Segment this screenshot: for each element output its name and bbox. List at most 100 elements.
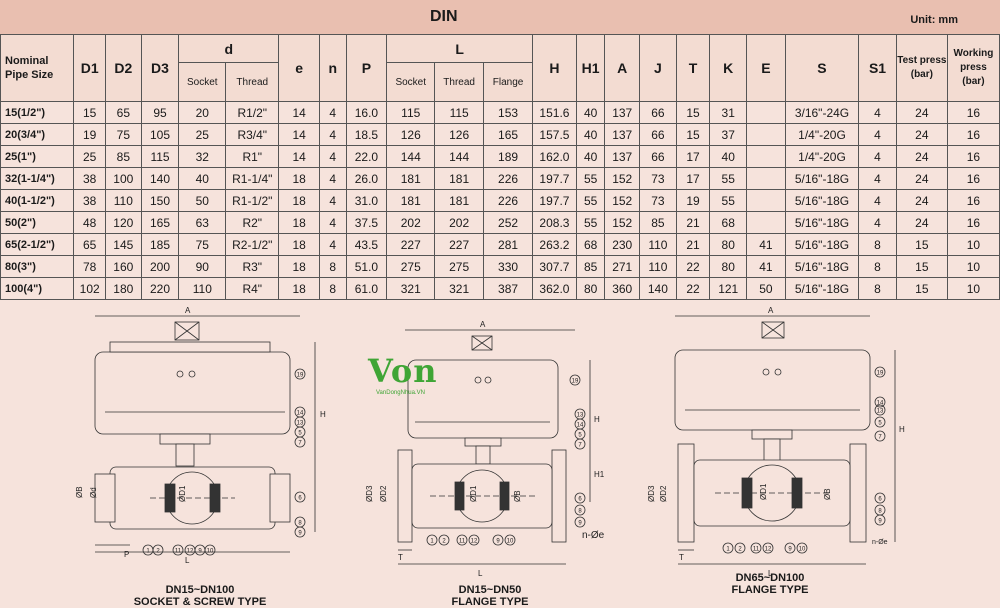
table-cell: 252: [483, 211, 534, 234]
table-cell: 8: [319, 255, 347, 278]
title-bar: DIN Unit: mm: [0, 0, 1000, 34]
dim-L-mid: L: [478, 569, 483, 578]
part-callout-number: 14: [877, 401, 884, 407]
table-cell: 281: [483, 233, 534, 256]
table-cell: 15: [895, 277, 948, 300]
part-callout-number: 8: [578, 509, 582, 515]
part-callout-number: 19: [297, 373, 304, 379]
table-cell: 66: [639, 145, 677, 168]
table-cell: 22.0: [345, 145, 388, 168]
table-cell: 4: [319, 211, 347, 234]
part-callout: [874, 430, 886, 442]
table-cell: 26.0: [345, 167, 388, 190]
table-cell: 160: [104, 255, 142, 278]
table-cell: 65: [73, 233, 106, 256]
table-cell: 55: [709, 189, 748, 212]
part-callout: [874, 514, 886, 526]
table-cell: 100: [104, 167, 142, 190]
part-callout-number: 7: [298, 441, 302, 447]
part-callout-number: 9: [878, 519, 882, 525]
table-cell: 157.5: [532, 123, 577, 146]
dim-OB-right: ØB: [823, 488, 832, 500]
col-D2: D2: [104, 34, 142, 102]
part-callout-number: 1: [726, 547, 730, 553]
nominal-size-cell: 25(1"): [0, 145, 75, 168]
table-cell: 22: [675, 277, 711, 300]
part-callout: [574, 504, 586, 516]
table-cell: 18.5: [345, 123, 388, 146]
table-cell: 80: [709, 233, 748, 256]
table-cell: [746, 145, 786, 168]
part-callout: [722, 542, 734, 554]
table-cell: 24: [895, 211, 948, 234]
col-d-socket: Socket: [178, 62, 227, 102]
table-cell: 55: [575, 211, 606, 234]
dim-L-right: L: [768, 569, 773, 578]
table-cell: 73: [639, 167, 677, 190]
table-cell: 110: [104, 189, 142, 212]
part-callout-number: 7: [878, 435, 882, 441]
table-cell: 110: [639, 233, 677, 256]
part-callout-number: 10: [799, 547, 806, 553]
part-callout: [468, 534, 480, 546]
table-cell: 22: [675, 255, 711, 278]
table-cell: 144: [386, 145, 436, 168]
part-callout: [874, 366, 886, 378]
brand-logo: Von VanDongNhua.VN: [368, 352, 438, 396]
col-n: n: [319, 34, 347, 102]
table-cell: 40: [575, 101, 606, 124]
table-cell: 102: [73, 277, 106, 300]
table-cell: 15: [895, 255, 948, 278]
table-cell: 31.0: [345, 189, 388, 212]
dim-A-mid: A: [480, 320, 486, 329]
col-H: H: [532, 34, 577, 102]
part-callout-number: 9: [788, 547, 792, 553]
dim-H-left: H: [320, 410, 326, 419]
drawing-flange-large: A L T H ØD3: [647, 306, 905, 578]
table-cell: 144: [434, 145, 485, 168]
col-K: K: [709, 34, 748, 102]
table-cell: 25: [73, 145, 106, 168]
drawing-socket-screw: A L P H: [75, 306, 326, 565]
table-cell: 95: [140, 101, 180, 124]
table-cell: 8: [858, 233, 897, 256]
table-cell: 226: [483, 189, 534, 212]
table-cell: 10: [946, 255, 1000, 278]
nominal-size-cell: 100(4"): [0, 277, 75, 300]
table-cell: 19: [675, 189, 711, 212]
table-cell: 137: [604, 101, 641, 124]
part-callout: [294, 436, 306, 448]
part-callout: [750, 542, 762, 554]
table-cell: R3": [225, 255, 280, 278]
dim-ne-right: n-Øe: [872, 539, 888, 546]
part-callout-number: 12: [471, 539, 478, 545]
col-D3: D3: [140, 34, 180, 102]
part-callout-number: 19: [877, 371, 884, 377]
table-cell: 1/4"-20G: [784, 123, 860, 146]
nominal-size-cell: 65(2-1/2"): [0, 233, 75, 256]
part-callout: [152, 544, 164, 556]
table-cell: 140: [639, 277, 677, 300]
part-callout: [456, 534, 468, 546]
dim-OD1-right: ØD1: [759, 483, 768, 500]
table-cell: 75: [178, 233, 227, 256]
table-cell: 24: [895, 123, 948, 146]
dim-OD1-left: ØD1: [178, 485, 187, 502]
table-cell: 4: [858, 101, 897, 124]
table-cell: 55: [709, 167, 748, 190]
dim-A-right: A: [768, 306, 774, 315]
table-cell: 4: [858, 123, 897, 146]
table-cell: [746, 101, 786, 124]
table-cell: 227: [434, 233, 485, 256]
caption-right-range: DN65~DN100: [735, 572, 805, 584]
nominal-size-cell: 20(3/4"): [0, 123, 75, 146]
part-callout-number: 2: [442, 539, 446, 545]
table-cell: 152: [604, 189, 641, 212]
part-callout: [874, 416, 886, 428]
dim-ne-mid: n-Øe: [582, 530, 605, 541]
dim-Od-left: Ød: [89, 487, 98, 498]
